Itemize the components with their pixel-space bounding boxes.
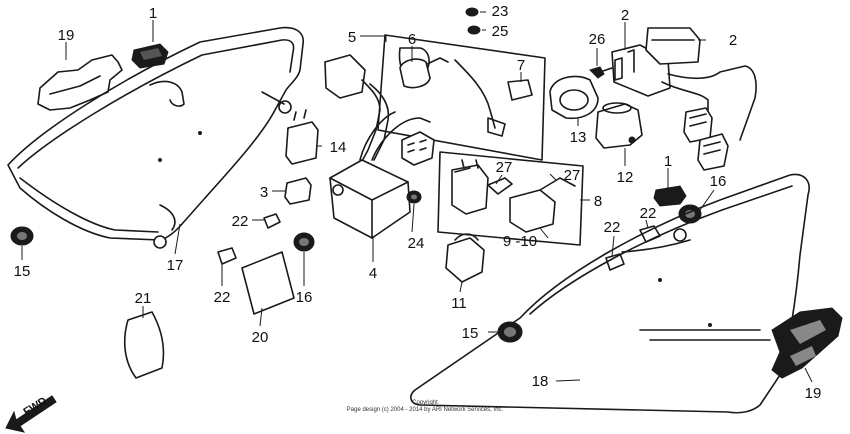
cap-6 [399,58,431,89]
callout-22d: 22 [604,219,621,236]
washer-25 [467,25,481,35]
screw-26 [589,66,613,79]
callout-23: 23 [492,3,509,20]
connector-4-side [401,131,435,166]
callout-24: 24 [408,235,425,252]
grommet-top-left [131,43,169,69]
relay-3 [284,177,312,205]
callout-1a: 1 [149,5,157,22]
grommet-right [653,185,687,207]
clip-22-b [217,247,237,265]
callout-18: 18 [532,373,549,390]
callout-3: 3 [260,184,268,201]
fwd-arrow: FWD [5,395,57,433]
leader-lines [21,11,813,383]
callout-19a: 19 [58,27,75,44]
callout-22b: 22 [214,289,231,306]
callout-16a: 16 [296,289,313,306]
callouts: 1 1 2 2 3 4 5 6 7 8 9 -10 11 12 13 14 15… [14,3,822,402]
callout-9-10: 9 -10 [503,233,537,250]
callout-17: 17 [167,257,184,274]
clip-22-d [605,253,625,271]
relay-bracket-assembly [377,34,546,161]
callout-6: 6 [408,31,416,48]
callout-4: 4 [369,265,377,282]
grommet-left [10,226,34,246]
igniter-wiring [661,65,757,171]
callout-27a: 27 [496,159,513,176]
copyright-line2: Page design (c) 2004 - 2014 by ARI Netwo… [347,407,504,413]
callout-22c: 22 [640,205,657,222]
callout-27b: 27 [564,167,581,184]
starter-relay-box [437,151,584,246]
callout-7: 7 [517,57,525,74]
left-side-cover [7,26,305,249]
callout-26: 26 [589,31,606,48]
relay-14 [285,109,319,165]
left-emblem [37,54,123,111]
right-emblem [771,307,843,379]
callout-11: 11 [451,295,467,312]
callout-2b: 2 [729,32,737,49]
label-plate-20 [241,251,295,315]
right-side-cover [410,173,810,414]
copyright-notice: Copyright Page design (c) 2004 - 2014 by… [347,400,504,413]
callout-1b: 1 [664,153,672,170]
grommet-16-center [293,232,315,252]
nut-24 [406,190,422,204]
callout-25: 25 [492,23,509,40]
copyright-line1: Copyright [412,400,438,406]
callout-14: 14 [330,139,347,156]
callout-21: 21 [135,290,152,307]
callout-2a: 2 [621,7,629,24]
condenser-12 [595,102,643,149]
clip-22-a [263,213,281,229]
callout-13: 13 [570,129,587,146]
callout-15a: 15 [14,263,31,280]
regulator-4 [329,111,431,239]
igniter-unit-b [645,27,701,65]
callout-12: 12 [617,169,634,186]
callout-22a: 22 [232,213,249,230]
grommet-15-right [497,321,523,343]
callout-15b: 15 [462,325,479,342]
clip-11 [445,233,485,283]
callout-8: 8 [594,193,602,210]
label-21 [123,311,165,379]
nut-23 [465,7,479,17]
cap-13 [549,75,599,120]
grommet-16-right [678,204,702,224]
callout-16b: 16 [710,173,727,190]
callout-5: 5 [348,29,356,46]
callout-20: 20 [252,329,269,346]
callout-19b: 19 [805,385,822,402]
